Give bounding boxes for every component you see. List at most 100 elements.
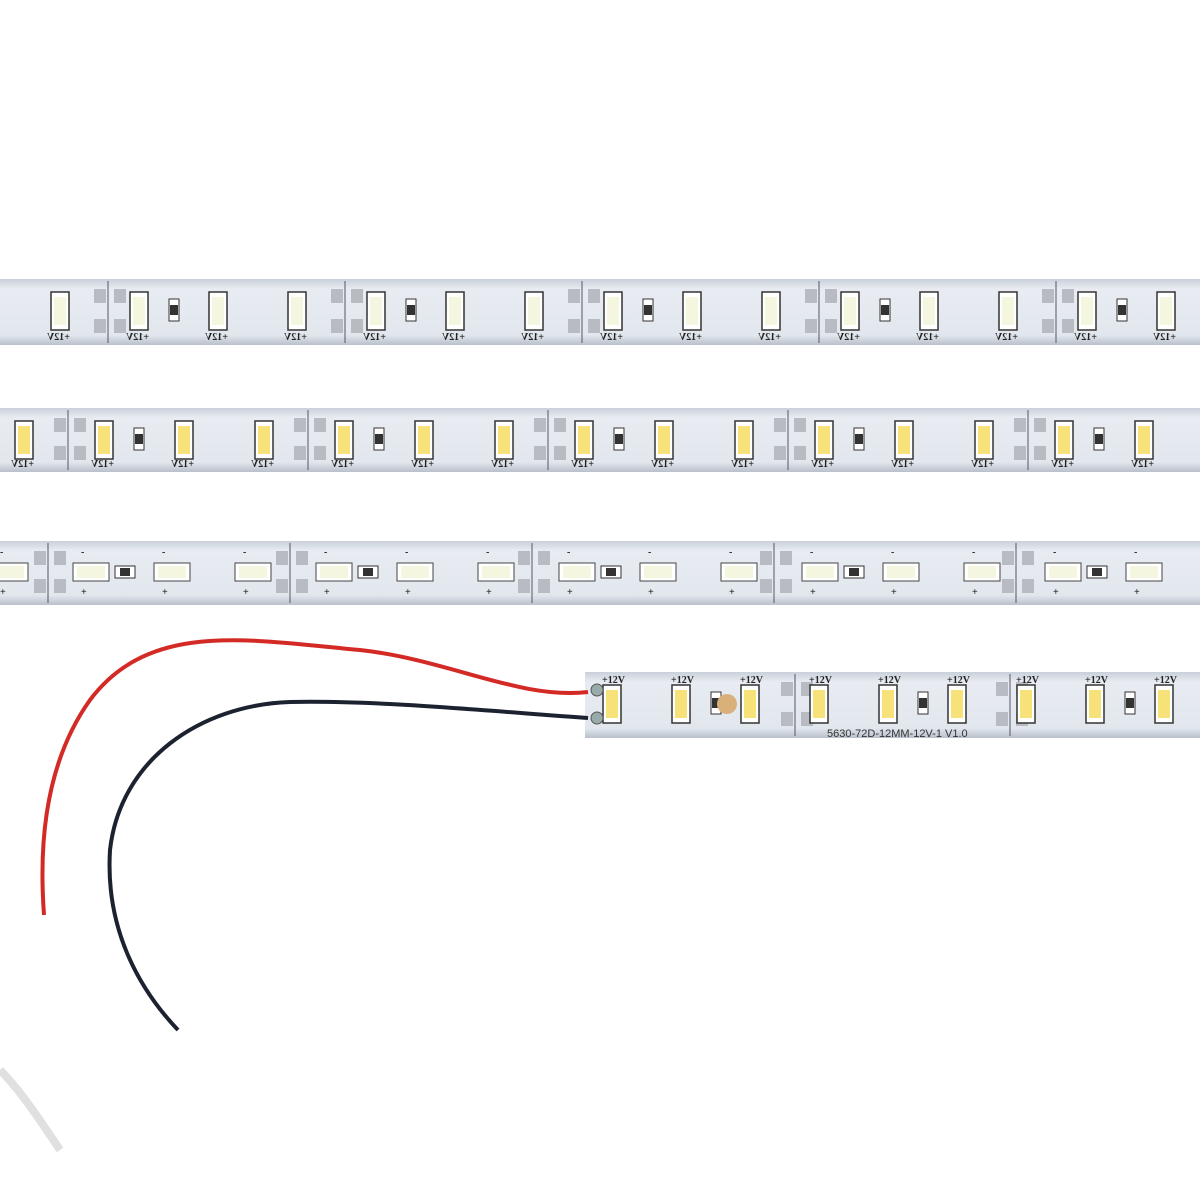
solder-pad bbox=[996, 682, 1008, 696]
solder-pad bbox=[780, 551, 792, 565]
negative-label: - bbox=[567, 547, 570, 558]
solder-pad bbox=[805, 319, 817, 333]
polarity-label: +12V bbox=[678, 332, 702, 343]
polarity-label: + bbox=[972, 587, 978, 598]
solder-pad bbox=[1034, 446, 1046, 460]
solder-pad bbox=[760, 579, 772, 593]
solder-pad bbox=[114, 319, 126, 333]
solder-pad bbox=[518, 579, 530, 593]
red-wire bbox=[40, 638, 589, 916]
solder-pad bbox=[1002, 551, 1014, 565]
led-emitter bbox=[449, 297, 461, 325]
solder-pad bbox=[1014, 418, 1026, 432]
led-emitter bbox=[18, 426, 30, 454]
polarity-label: +12V bbox=[915, 332, 939, 343]
led-emitter bbox=[212, 297, 224, 325]
polarity-label: +12V bbox=[330, 459, 354, 470]
polarity-label: + bbox=[729, 587, 735, 598]
polarity-label: +12V bbox=[10, 459, 34, 470]
polarity-label: +12V bbox=[1050, 459, 1074, 470]
polarity-label: +12V bbox=[90, 459, 114, 470]
solder-pad bbox=[588, 319, 600, 333]
led-emitter bbox=[725, 566, 753, 578]
led-emitter bbox=[482, 566, 510, 578]
led-emitter bbox=[923, 297, 935, 325]
solder-pad bbox=[588, 289, 600, 303]
solder-pad bbox=[54, 446, 66, 460]
solder-pad bbox=[331, 289, 343, 303]
negative-label: - bbox=[243, 547, 246, 558]
polarity-label: +12V bbox=[46, 332, 70, 343]
led-emitter bbox=[1160, 297, 1172, 325]
solder-pad bbox=[351, 319, 363, 333]
polarity-label: +12V bbox=[599, 332, 623, 343]
polarity-label: +12V bbox=[410, 459, 434, 470]
solder-pad bbox=[94, 289, 106, 303]
solder-pad bbox=[774, 446, 786, 460]
negative-label: - bbox=[972, 547, 975, 558]
solder-joint bbox=[590, 711, 604, 725]
solder-pad bbox=[996, 712, 1008, 726]
solder-pad bbox=[94, 319, 106, 333]
solder-pad bbox=[1062, 289, 1074, 303]
solder-pad bbox=[1062, 319, 1074, 333]
solder-pad bbox=[276, 551, 288, 565]
polarity-label: + bbox=[1053, 587, 1059, 598]
polarity-label: + bbox=[0, 587, 6, 598]
negative-label: - bbox=[81, 547, 84, 558]
solder-pad bbox=[554, 418, 566, 432]
solder-pad bbox=[294, 418, 306, 432]
solder-pad bbox=[794, 446, 806, 460]
solder-pad bbox=[568, 319, 580, 333]
solder-pad bbox=[276, 579, 288, 593]
negative-label: - bbox=[324, 547, 327, 558]
resistor-body bbox=[375, 434, 383, 444]
led-emitter bbox=[158, 566, 186, 578]
led-emitter bbox=[978, 426, 990, 454]
led-emitter bbox=[606, 690, 618, 718]
led-emitter bbox=[813, 690, 825, 718]
led-emitter bbox=[1158, 690, 1170, 718]
led-emitter bbox=[898, 426, 910, 454]
solder-pad bbox=[1042, 289, 1054, 303]
polarity-label: +12V bbox=[490, 459, 514, 470]
led-emitter bbox=[498, 426, 510, 454]
led-emitter bbox=[77, 566, 105, 578]
led-emitter bbox=[1049, 566, 1077, 578]
solder-pad bbox=[74, 418, 86, 432]
resistor-body bbox=[849, 568, 859, 576]
polarity-label: + bbox=[324, 587, 330, 598]
led-emitter bbox=[644, 566, 672, 578]
solder-joint bbox=[590, 683, 604, 697]
polarity-label: +12V bbox=[1154, 675, 1178, 686]
shadow-blur bbox=[0, 1067, 64, 1153]
solder-pad bbox=[351, 289, 363, 303]
negative-label: - bbox=[1134, 547, 1137, 558]
part-number-label: 5630-72D-12MM-12V-1 V1.0 bbox=[827, 728, 968, 740]
negative-label: - bbox=[648, 547, 651, 558]
solder-pad bbox=[825, 289, 837, 303]
solder-pad bbox=[780, 579, 792, 593]
polarity-label: +12V bbox=[125, 332, 149, 343]
polarity-label: +12V bbox=[362, 332, 386, 343]
negative-label: - bbox=[891, 547, 894, 558]
resistor-body bbox=[363, 568, 373, 576]
polarity-label: +12V bbox=[878, 675, 902, 686]
solder-pad bbox=[1042, 319, 1054, 333]
resistor-body bbox=[1095, 434, 1103, 444]
polarity-label: +12V bbox=[836, 332, 860, 343]
strip-2: +12V+12V+12V+12V+12V+12V+12V+12V+12V+12V… bbox=[0, 408, 1200, 472]
led-emitter bbox=[133, 297, 145, 325]
negative-label: - bbox=[162, 547, 165, 558]
negative-label: - bbox=[729, 547, 732, 558]
led-emitter bbox=[401, 566, 429, 578]
polarity-label: +12V bbox=[170, 459, 194, 470]
solder-pad bbox=[54, 551, 66, 565]
led-emitter bbox=[806, 566, 834, 578]
resistor-body bbox=[1118, 305, 1126, 315]
negative-label: - bbox=[1053, 547, 1056, 558]
led-emitter bbox=[578, 426, 590, 454]
negative-label: - bbox=[0, 547, 3, 558]
led-emitter bbox=[744, 690, 756, 718]
